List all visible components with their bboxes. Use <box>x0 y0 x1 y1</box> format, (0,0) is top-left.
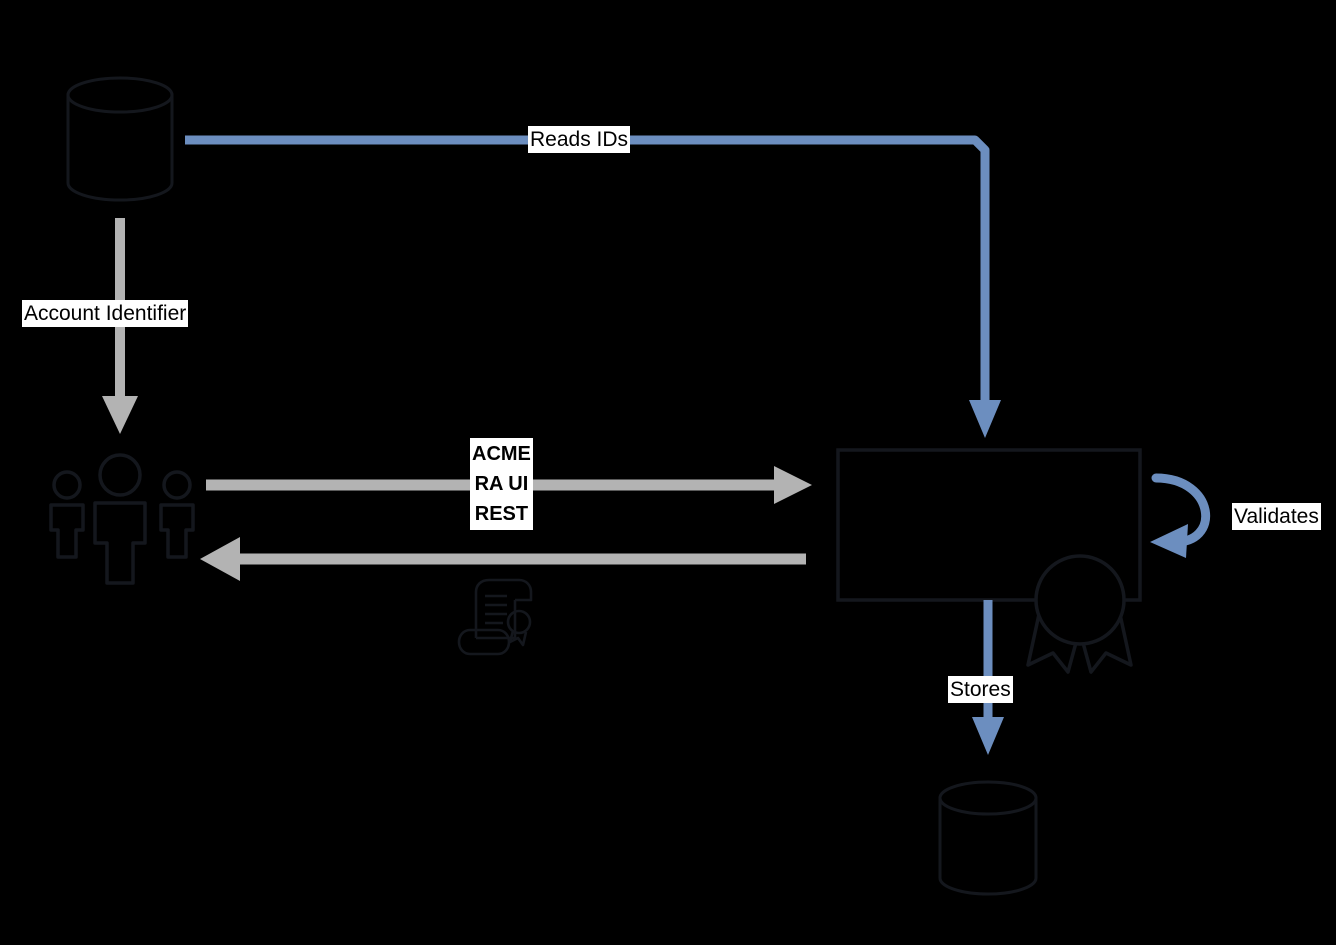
issued-certificate-icon[interactable] <box>457 578 533 656</box>
edge-certificate-return-arrowhead <box>200 537 240 581</box>
user-right-head <box>162 470 192 500</box>
source-database-cylinder[interactable] <box>66 76 174 202</box>
edge-account-identifier-arrowhead <box>102 396 138 434</box>
certificate-scroll-roll <box>457 628 511 656</box>
edge-stores-arrowhead <box>972 717 1004 755</box>
certificate-scroll-curl <box>515 578 533 602</box>
edge-label-account-identifier: Account Identifier <box>22 300 189 327</box>
store-cylinder-body <box>938 796 1038 896</box>
edge-acme-ra-ui-rest-arrowhead <box>774 466 812 504</box>
user-left-head <box>52 470 82 500</box>
edge-validates-line <box>1151 473 1211 547</box>
edge-stores[interactable] <box>972 600 1004 755</box>
edge-label-validates: Validates <box>1232 503 1321 530</box>
certificate-seal-ribbon <box>508 630 528 647</box>
badge-medal <box>1034 554 1126 646</box>
user-center-body <box>93 501 147 585</box>
user-left-body <box>49 503 85 559</box>
edge-label-acme-ra-ui-rest: ACME RA UI REST <box>470 438 533 530</box>
edge-label-stores: Stores <box>948 676 1013 703</box>
cylinder-body <box>66 93 174 202</box>
store-cylinder-top <box>938 780 1038 816</box>
edge-validates-arrowhead <box>1150 524 1188 558</box>
badge-ribbon-left <box>1026 604 1082 674</box>
user-right-body <box>159 503 195 559</box>
edge-certificate-return[interactable] <box>200 537 806 581</box>
badge-ribbon-right <box>1077 604 1133 674</box>
certificate-seal <box>506 609 532 635</box>
certificate-award-badge[interactable] <box>1026 554 1133 674</box>
edge-reads-ids-line <box>185 135 990 410</box>
certificate-store-cylinder[interactable] <box>938 780 1038 896</box>
edge-reads-ids-arrowhead <box>969 400 1001 438</box>
users-actor-group[interactable] <box>49 453 195 585</box>
edge-reads-ids[interactable] <box>185 135 1001 438</box>
edge-label-reads-ids: Reads IDs <box>528 126 631 153</box>
cylinder-top <box>66 76 174 114</box>
user-center-head <box>98 453 142 497</box>
edge-validates-self-loop[interactable] <box>1150 473 1211 558</box>
